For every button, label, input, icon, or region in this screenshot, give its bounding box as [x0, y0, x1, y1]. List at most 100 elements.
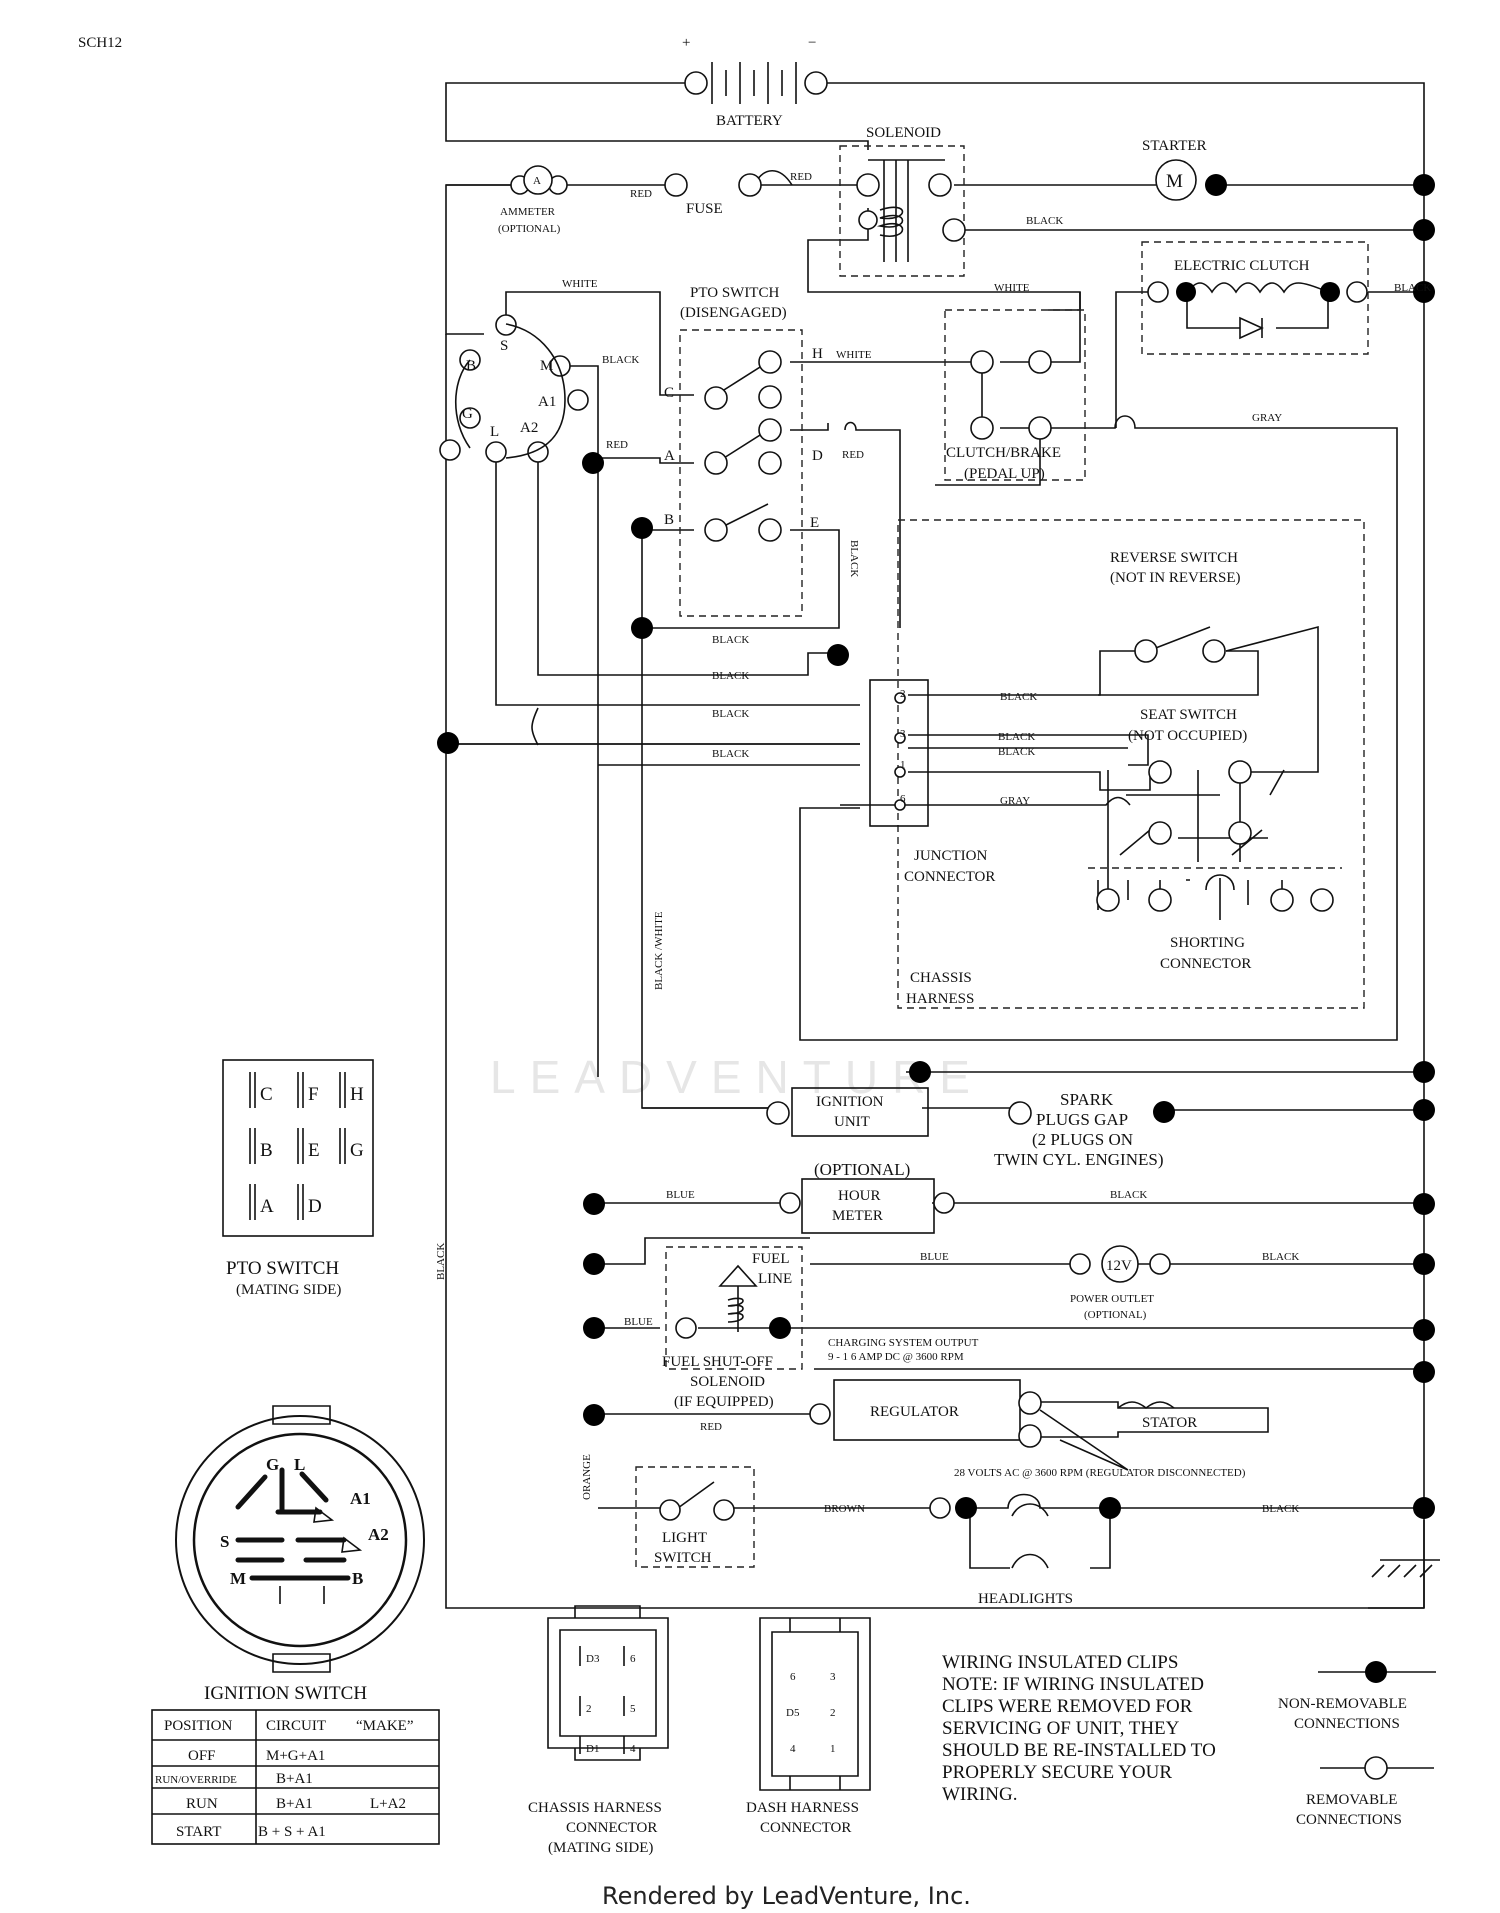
pto-mating-c: C [260, 1084, 273, 1105]
solenoid-label: SOLENOID [866, 125, 941, 141]
chassis-pin-d3: D3 [586, 1653, 600, 1665]
ign-pin-g: G [462, 406, 473, 422]
spark-label-3: (2 PLUGS ON [1032, 1130, 1133, 1149]
wire-black-7: BLACK [712, 748, 749, 760]
wire-black-11: BLACK [1110, 1189, 1147, 1201]
ign-pin-b: B [466, 358, 476, 374]
table-row-3-make: L+A2 [370, 1796, 406, 1812]
light-switch-label-1: LIGHT [662, 1530, 707, 1546]
dash-harness-connector: 6 3 D5 2 4 1 [759, 1617, 871, 1791]
wire-blue-1: BLUE [666, 1189, 695, 1201]
pto-pin-b: B [664, 512, 674, 528]
note-block: WIRING INSULATED CLIPS NOTE: IF WIRING I… [942, 1652, 1216, 1805]
wire-black-4: BLACK [712, 634, 749, 646]
dash-pin-6: 6 [790, 1671, 796, 1683]
junction-pin-2: 2 [900, 688, 906, 700]
chassis-pin-2: 2 [586, 1703, 592, 1715]
pto-pin-d: D [812, 448, 823, 464]
wire-black-12: BLACK [1262, 1251, 1299, 1263]
wire-orange-vertical: ORANGE [581, 1454, 593, 1500]
chassis-connector-label-1: CHASSIS HARNESS [528, 1800, 662, 1816]
battery-plus: + [682, 35, 690, 51]
battery-minus: − [808, 35, 816, 51]
chassis-harness-label-2: HARNESS [906, 991, 974, 1007]
ign-pin-a2: A2 [520, 420, 538, 436]
hour-meter-label-2: METER [832, 1208, 883, 1224]
stator-label: STATOR [1142, 1415, 1197, 1431]
ign-face-s: S [220, 1532, 229, 1551]
wire-white-3: WHITE [836, 349, 872, 361]
light-switch-label-2: SWITCH [654, 1550, 712, 1566]
chassis-pin-d1: D1 [586, 1743, 599, 1755]
pto-mating-a: A [260, 1196, 274, 1217]
ammeter-label: AMMETER [500, 206, 556, 218]
power-outlet-symbol [1101, 1245, 1139, 1283]
note-line-2: CLIPS WERE REMOVED FOR [942, 1696, 1193, 1717]
note-title: WIRING INSULATED CLIPS [942, 1652, 1178, 1673]
table-header-position: POSITION [164, 1718, 233, 1734]
wire-black-5: BLACK [712, 670, 749, 682]
reverse-switch-label: REVERSE SWITCH [1110, 550, 1238, 566]
wire-red-2: RED [790, 171, 812, 183]
pto-pin-e: E [810, 515, 819, 531]
table-row-3-circuit: B+A1 [276, 1796, 313, 1812]
wire-blue-2: BLUE [920, 1251, 949, 1263]
ign-face-b: B [352, 1569, 363, 1588]
pto-mating-note: (MATING SIDE) [236, 1282, 341, 1298]
legend-removable-2: CONNECTIONS [1296, 1812, 1402, 1828]
pto-mating-g: G [350, 1140, 364, 1161]
table-row-4-position: START [176, 1824, 221, 1840]
seat-switch-label: SEAT SWITCH [1140, 707, 1237, 723]
solenoid-coil [868, 159, 945, 262]
wire-black-10: BLACK [998, 746, 1035, 758]
headlights-label: HEADLIGHTS [978, 1591, 1073, 1607]
removable-terminals [439, 71, 1368, 1521]
ammeter-symbol [523, 165, 553, 195]
wire-red-3: RED [606, 439, 628, 451]
electric-clutch-label: ELECTRIC CLUTCH [1174, 258, 1310, 274]
table-row-1-circuit: M+G+A1 [266, 1748, 325, 1764]
wire-gray-2: GRAY [1000, 795, 1030, 807]
ign-pin-m: M [540, 358, 553, 374]
wire-red-1: RED [630, 188, 652, 200]
legend-nonremovable-symbol [1365, 1661, 1387, 1683]
chassis-pin-6: 6 [630, 1653, 636, 1665]
ignition-unit-label-1: IGNITION [816, 1094, 884, 1110]
starter-motor-label: M [1166, 171, 1183, 192]
wire-black-1: BLACK [1026, 215, 1063, 227]
junction-pin-6: 6 [900, 793, 906, 805]
pto-switch-state: (DISENGAGED) [680, 305, 787, 321]
pto-pin-a: A [664, 448, 675, 464]
clutch-brake-label: CLUTCH/BRAKE [946, 445, 1061, 461]
fuel-line-label-1: FUEL [752, 1251, 790, 1267]
power-outlet-label-2: (OPTIONAL) [1084, 1309, 1147, 1321]
starter-label: STARTER [1142, 138, 1207, 154]
junction-label-1: JUNCTION [914, 848, 987, 864]
chassis-connector-label-2: CONNECTOR [566, 1820, 657, 1836]
battery-label: BATTERY [716, 113, 783, 129]
table-header-circuit: CIRCUIT [266, 1718, 326, 1734]
table-row-3-position: RUN [186, 1796, 218, 1812]
ignition-switch-face: G L A1 S A2 M B [175, 1405, 425, 1673]
junction-pin-3: 3 [900, 728, 906, 740]
ignition-connector-ring [455, 323, 566, 459]
wire-black-left-vertical: BLACK [435, 1243, 447, 1280]
pto-mating-f: F [308, 1084, 319, 1105]
wire-red-4: RED [842, 449, 864, 461]
starter-motor [1155, 159, 1197, 201]
wire-black-8: BLACK [1000, 691, 1037, 703]
wire-white-2: WHITE [994, 282, 1030, 294]
legend-removable-1: REMOVABLE [1306, 1792, 1397, 1808]
fuel-solenoid-coil [718, 1264, 758, 1332]
table-row-2-position: RUN/OVERRIDE [155, 1774, 237, 1786]
wire-brown-1: BROWN [824, 1503, 865, 1515]
ignition-switch-label: IGNITION SWITCH [204, 1683, 367, 1704]
watermark-text: LEADVENTURE [490, 1051, 984, 1103]
wire-black-2: BLACK [1394, 282, 1431, 294]
hour-meter-label-1: HOUR [838, 1188, 881, 1204]
pto-pin-c: C [664, 385, 674, 401]
note-line-4: SHOULD BE RE-INSTALLED TO [942, 1740, 1216, 1761]
dash-pin-1: 1 [830, 1743, 836, 1755]
power-outlet-label-1: POWER OUTLET [1070, 1293, 1154, 1305]
